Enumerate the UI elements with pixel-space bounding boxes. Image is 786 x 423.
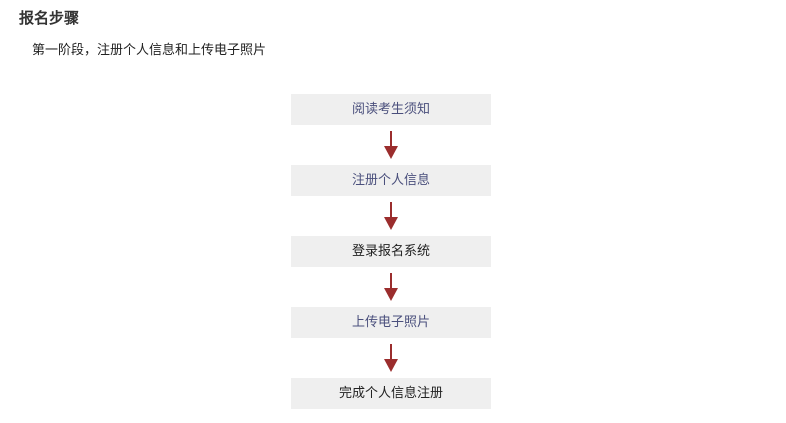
step-register-info[interactable]: 注册个人信息 [291, 165, 491, 196]
stage-description: 第一阶段，注册个人信息和上传电子照片 [32, 43, 267, 58]
down-arrow-icon [291, 338, 491, 378]
down-arrow-icon [291, 196, 491, 236]
step-complete-registration: 完成个人信息注册 [291, 378, 491, 409]
page-title: 报名步骤 [19, 9, 80, 27]
step-read-notice[interactable]: 阅读考生须知 [291, 94, 491, 125]
down-arrow-icon [291, 267, 491, 307]
step-upload-photo[interactable]: 上传电子照片 [291, 307, 491, 338]
registration-flow: 阅读考生须知 注册个人信息 登录报名系统 上传电子照片 完成个人信息注册 [291, 94, 491, 409]
down-arrow-icon [291, 125, 491, 165]
step-login-system: 登录报名系统 [291, 236, 491, 267]
